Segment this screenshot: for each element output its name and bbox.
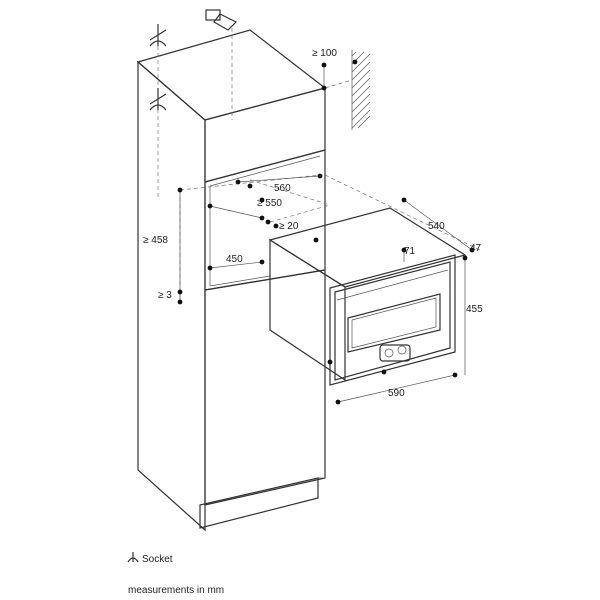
socket-icon [149, 88, 167, 111]
dim-appliance-width: 590 [388, 388, 405, 399]
tall-cabinet [136, 29, 327, 532]
dim-niche-inner-width: 450 [226, 254, 243, 265]
dim-niche-height-min: ≥ 458 [143, 235, 168, 246]
socket-legend-icon [127, 552, 139, 563]
dimension-points [177, 59, 475, 405]
dim-niche-width-min: ≥ 550 [257, 198, 282, 209]
units-note: measurements in mm [128, 585, 224, 596]
dimension-labels: ≥ 100 560 ≥ 550 ≥ 20 ≥ 458 450 ≥ 3 540 4… [143, 48, 483, 399]
socket-legend-label: Socket [142, 554, 173, 565]
cable-guides [157, 25, 481, 300]
dim-niche-depth: 560 [274, 183, 291, 194]
dim-niche-gap: ≥ 20 [279, 221, 299, 232]
wall-hatch [351, 50, 371, 130]
dim-bottom-gap-min: ≥ 3 [158, 290, 172, 301]
legend: Socket measurements in mm [127, 552, 224, 596]
dim-clearance-top: ≥ 100 [312, 48, 337, 59]
plug-icon [205, 9, 238, 31]
dim-control-offset: 71 [404, 246, 416, 257]
dim-front-thickness: 47 [470, 243, 482, 254]
oven-appliance [268, 207, 467, 386]
dim-appliance-depth: 540 [428, 221, 445, 232]
socket-icon [149, 24, 167, 47]
dim-appliance-height: 455 [466, 304, 483, 315]
dimension-lines [179, 65, 473, 403]
